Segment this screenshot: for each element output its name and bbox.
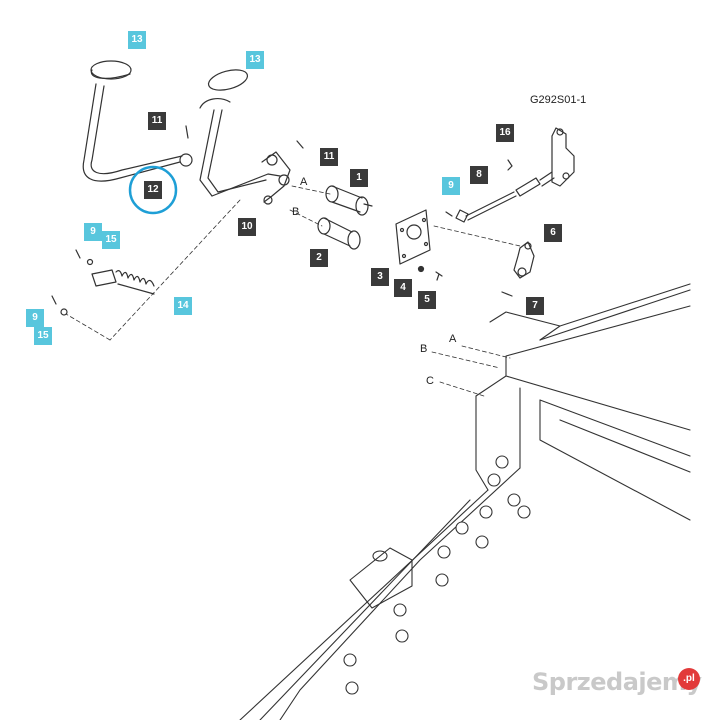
callout-4: 4 xyxy=(394,279,412,297)
lever-6 xyxy=(501,241,535,297)
ref-letter-b: B xyxy=(292,206,300,218)
callout-16: 16 xyxy=(496,124,514,142)
callout-13: 13 xyxy=(246,51,264,69)
callout-9: 9 xyxy=(26,309,44,327)
spring-14 xyxy=(51,249,155,316)
shaft-2 xyxy=(317,217,361,250)
callout-11: 11 xyxy=(320,148,338,166)
watermark-badge: .pl xyxy=(678,668,700,690)
callout-15: 15 xyxy=(102,231,120,249)
ref-letter-a-frame: A xyxy=(449,333,457,345)
callout-5: 5 xyxy=(418,291,436,309)
highlight-ring xyxy=(128,165,178,215)
callout-6: 6 xyxy=(544,224,562,242)
callout-15: 15 xyxy=(34,327,52,345)
frame xyxy=(239,283,691,720)
pedal-left xyxy=(82,60,193,182)
watermark: Sprzedajemy xyxy=(532,668,702,696)
shaft-1 xyxy=(325,185,373,216)
callout-9: 9 xyxy=(442,177,460,195)
rod-8 xyxy=(445,171,555,223)
callout-9: 9 xyxy=(84,223,102,241)
callout-11: 11 xyxy=(148,112,166,130)
callout-14: 14 xyxy=(174,297,192,315)
callout-3: 3 xyxy=(371,268,389,286)
bracket-10 xyxy=(261,140,304,205)
bracket-16 xyxy=(507,127,575,187)
callout-12: 12 xyxy=(144,181,162,199)
callout-7: 7 xyxy=(526,297,544,315)
callout-10: 10 xyxy=(238,218,256,236)
ref-letter-b-frame: B xyxy=(420,343,428,355)
ref-letter-a: A xyxy=(300,176,308,188)
callout-2: 2 xyxy=(310,249,328,267)
callout-13: 13 xyxy=(128,31,146,49)
diagram-code: G292S01-1 xyxy=(530,94,587,106)
pedal-right xyxy=(199,69,281,197)
plate-3 xyxy=(395,209,431,265)
callout-8: 8 xyxy=(470,166,488,184)
ref-letter-c-frame: C xyxy=(426,375,434,387)
callout-1: 1 xyxy=(350,169,368,187)
